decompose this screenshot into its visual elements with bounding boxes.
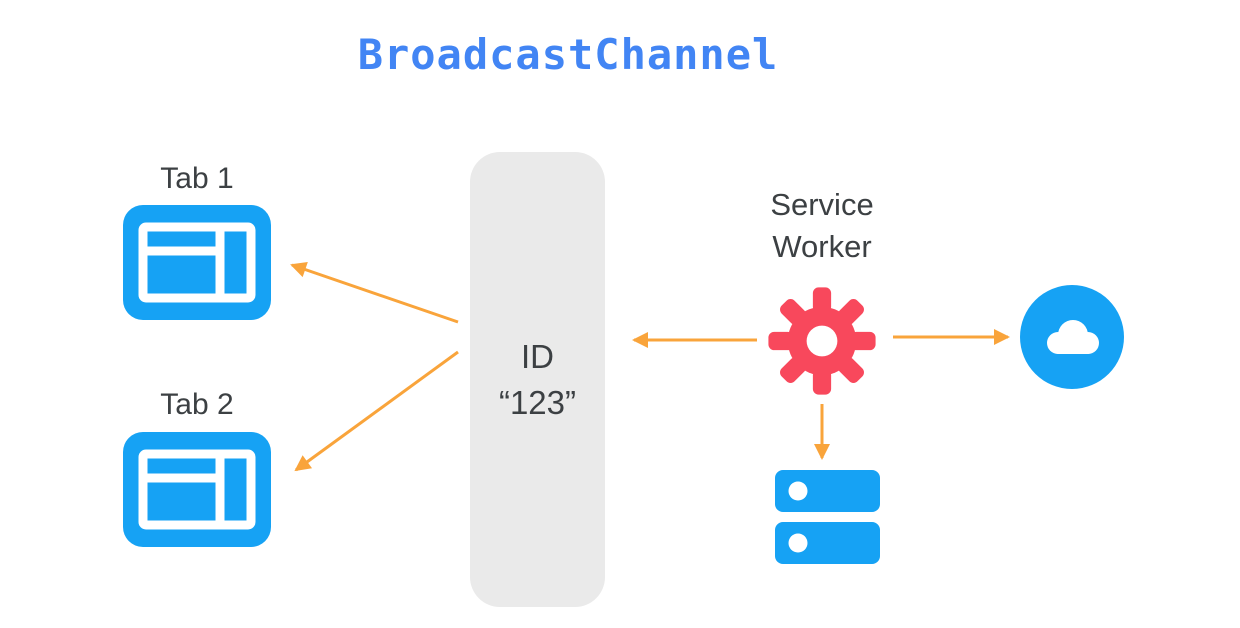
arrow-channel-to-tab1 <box>290 261 459 324</box>
browser-tab1-icon <box>123 205 271 320</box>
diagram-title: BroadcastChannel <box>357 30 779 79</box>
tab1-label: Tab 1 <box>160 162 234 195</box>
browser-tab2-icon <box>123 432 271 547</box>
channel-id-label: ID <box>521 337 554 375</box>
tab2-label: Tab 2 <box>160 388 234 421</box>
service-worker-label: Service Worker <box>770 187 874 264</box>
arrow-channel-to-tab2 <box>294 350 459 472</box>
cloud-icon <box>1020 285 1124 389</box>
gear-icon <box>768 287 876 395</box>
database-icon <box>775 470 880 564</box>
channel-id-value: “123” <box>498 383 577 421</box>
broadcast-channel-pill: ID “123” <box>470 152 605 607</box>
